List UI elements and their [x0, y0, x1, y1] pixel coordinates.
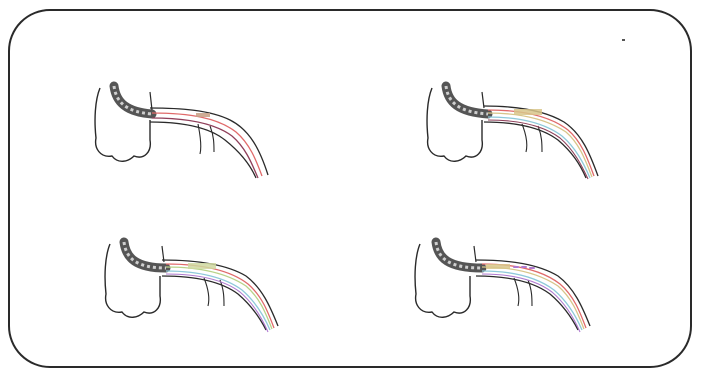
panel-2-svg	[422, 80, 652, 200]
vessel-branch	[514, 278, 532, 306]
panel-3-svg	[100, 236, 330, 356]
dot-mark	[622, 39, 625, 41]
panel-1	[90, 80, 320, 200]
panel-3	[100, 236, 330, 356]
vessel-stub	[482, 92, 484, 108]
marker-dots	[514, 267, 534, 268]
wire-3	[166, 271, 270, 330]
marker-band	[188, 263, 216, 269]
vessel-stub	[474, 246, 476, 262]
panel-2	[422, 80, 652, 200]
marker-band	[486, 264, 510, 269]
vessel-stub	[150, 92, 152, 110]
panel-4	[410, 236, 640, 356]
wire-1	[482, 264, 586, 328]
panel-1-svg	[90, 80, 320, 200]
marker-band	[196, 113, 210, 117]
vessel-lower	[150, 122, 256, 178]
catheter-tube	[446, 86, 488, 114]
wire-3	[488, 117, 590, 178]
wire-2	[152, 118, 258, 178]
panel-4-svg	[410, 236, 640, 356]
marker-band	[514, 109, 542, 115]
